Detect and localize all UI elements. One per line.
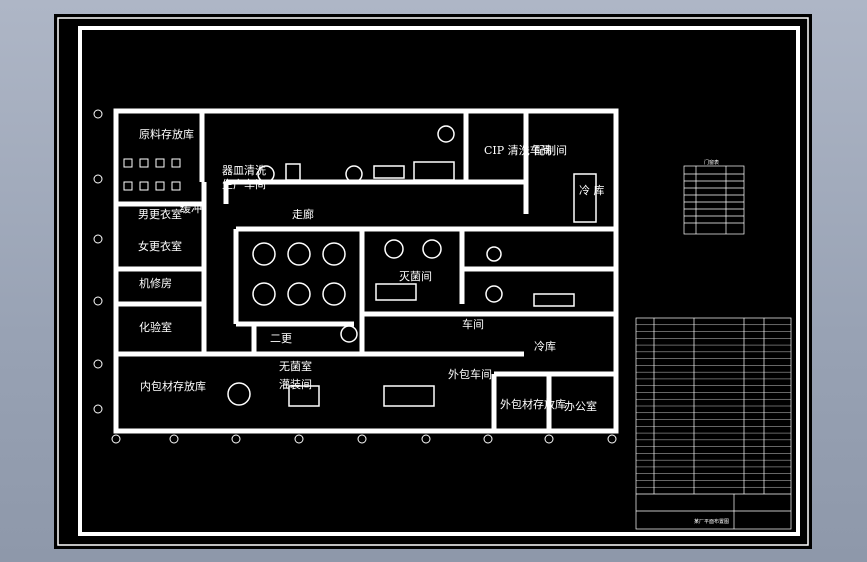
label-sterilization-room: 灭菌间 [399,270,432,283]
building-walls [113,108,619,434]
label-buffer: 缓冲 [180,201,202,215]
label-outer-packing-storage: 外包材存放库 [500,397,566,411]
title-block [635,317,792,530]
column-grid [93,109,617,444]
label-office: 办公室 [564,399,597,413]
label-raw-material-storage: 原料存放库 [139,127,194,141]
label-workshop: 车间 [462,317,484,331]
label-male-changing: 男更衣室 [138,207,182,221]
storage-racks [123,158,181,191]
label-corridor: 走廊 [292,207,314,221]
outer-frame [57,17,809,546]
cad-viewport[interactable]: 原料存放库 器皿清洗 生产车间 CIP 清洗车间 配制间 冷 库 男更衣室 缓冲… [54,14,812,549]
label-machine-room: 机修房 [139,276,172,290]
label-aseptic-room: 无菌室 [279,359,312,373]
label-female-changing: 女更衣室 [138,239,182,253]
label-product-cleaning: 器皿清洗 [222,164,266,177]
label-cold-storage: 冷 库 [579,184,605,197]
label-batching-room: 配制间 [534,144,567,157]
label-lab: 化验室 [139,320,172,334]
label-cold-room: 冷库 [534,340,556,353]
label-inner-packing-storage: 内包材存放库 [140,379,206,393]
title-block-rows [636,324,791,488]
label-outer-packing-workshop: 外包车间 [448,367,492,381]
inner-frame [78,26,800,536]
label-second-changing: 二更 [270,332,292,345]
label-cip-cleaning: CIP 清洗车间 [484,143,552,157]
equipment [227,125,597,407]
label-filling-room: 灌装间 [279,378,312,391]
title-block-caption: 某厂平面布置图 [694,518,729,525]
door-window-table [683,165,745,235]
floor-plan-drawing: 原料存放库 器皿清洗 生产车间 CIP 清洗车间 配制间 冷 库 男更衣室 缓冲… [57,17,809,546]
door-window-table-title: 门窗表 [704,159,719,166]
label-production-workshop: 生产车间 [222,177,266,191]
